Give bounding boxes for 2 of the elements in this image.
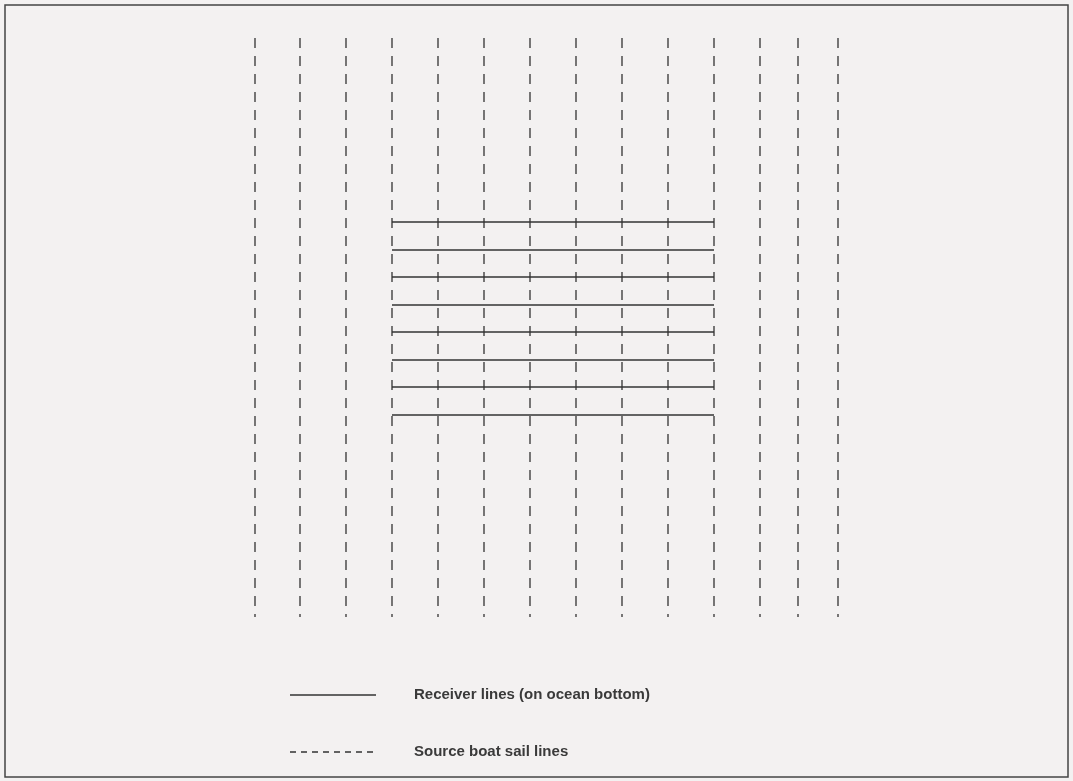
legend-text: Receiver lines (on ocean bottom)	[414, 685, 650, 703]
legend-text: Source boat sail lines	[414, 742, 569, 760]
